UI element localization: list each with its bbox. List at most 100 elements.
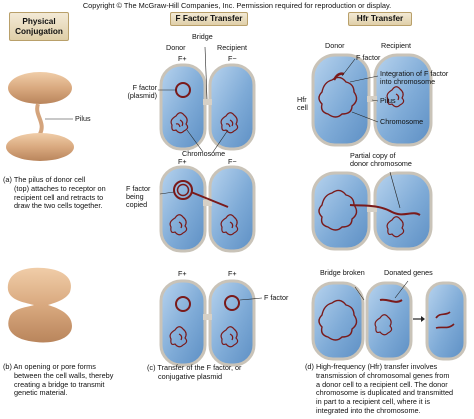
header-physical-line1: Physical bbox=[22, 17, 56, 27]
label-ffactor-copied-1: F factor bbox=[126, 184, 151, 193]
hfr-recipient-cell bbox=[373, 171, 433, 251]
label-f-plus-3: F+ bbox=[178, 269, 187, 278]
label-pilus: Pilus bbox=[75, 114, 91, 123]
recipient-chromosome bbox=[374, 314, 393, 336]
label-f-plus-4: F+ bbox=[228, 269, 237, 278]
hfr-donor-cell bbox=[311, 53, 371, 147]
caption-a-line1: (a) The pilus of donor cell bbox=[3, 175, 86, 184]
hfr-chromosome bbox=[318, 299, 358, 341]
f-plasmid-copy-inner bbox=[176, 183, 190, 197]
bridge-broken-pointer bbox=[354, 286, 365, 301]
label-hfr-ffactor: F factor bbox=[356, 53, 381, 62]
label-pilus-hfr: Pilus bbox=[380, 96, 396, 105]
label-ffactor-plasmid: F factor (plasmid) bbox=[117, 83, 157, 101]
caption-d-line1: (d) High-frequency (Hfr) transfer involv… bbox=[305, 362, 438, 371]
hfr-row3 bbox=[311, 280, 467, 361]
donor-cell bbox=[159, 279, 207, 367]
physical-row-b bbox=[7, 267, 73, 343]
header-hfr-transfer: Hfr Transfer bbox=[348, 12, 412, 26]
label-f-plus: F+ bbox=[178, 54, 187, 63]
integration-pointer bbox=[349, 75, 379, 83]
pilus-hfr-pointer bbox=[371, 99, 379, 102]
bridge-shape bbox=[203, 200, 212, 206]
label-partial-copy: Partial copy of donor chromosome bbox=[350, 151, 412, 169]
label-partial-copy-2: donor chromosome bbox=[350, 159, 412, 169]
caption-d: (d) High-frequency (Hfr) transfer involv… bbox=[305, 362, 454, 416]
bridge-pointer bbox=[204, 46, 208, 100]
partial-copy-strand bbox=[349, 204, 421, 216]
recipient-chromosome bbox=[220, 326, 239, 348]
donated-genes-pointer bbox=[394, 280, 409, 299]
header-physical-conjugation: Physical Conjugation bbox=[9, 12, 69, 41]
chromosome-pointer-r bbox=[212, 129, 229, 153]
label-hfr-cell: Hfr cell bbox=[297, 95, 308, 113]
caption-d-line6: integrated into the chromosome. bbox=[316, 405, 421, 415]
hfr-row2 bbox=[311, 171, 433, 251]
label-hfr-donor: Donor bbox=[325, 41, 345, 50]
caption-d-line2: transmission of chromosomal genes from bbox=[316, 370, 450, 380]
hfr-ffactor-pointer bbox=[341, 58, 356, 77]
ffactor-row3 bbox=[159, 279, 263, 367]
recipient-cell bbox=[208, 165, 256, 253]
label-partial-copy-1: Partial copy of bbox=[350, 151, 396, 160]
recipient-chromosome bbox=[386, 216, 405, 238]
copied-pointer bbox=[159, 191, 175, 195]
label-bridge: Bridge bbox=[192, 32, 213, 41]
label-integration-2: into chromosome bbox=[380, 77, 436, 87]
fused-cells-shape bbox=[7, 267, 73, 343]
label-integration: Integration of F factor into chromosome bbox=[380, 69, 449, 87]
label-chromosome: Chromosome bbox=[182, 149, 226, 158]
caption-c: (c) Transfer of the F factor, or conjuga… bbox=[147, 363, 242, 382]
chromosome-pointer-l bbox=[186, 129, 204, 153]
transferring-strand bbox=[190, 191, 229, 208]
caption-a: (a) The pilus of donor cell (top) attach… bbox=[3, 175, 106, 211]
recipient-cell-shape bbox=[6, 133, 74, 161]
label-donated-genes: Donated genes bbox=[384, 268, 433, 277]
caption-d-line3: a donor cell to a recipient cell. The do… bbox=[316, 379, 448, 389]
bridge-shape bbox=[367, 206, 377, 212]
label-ffactor-plasmid-2: (plasmid) bbox=[127, 91, 157, 101]
ffactor-right-pointer bbox=[239, 297, 263, 301]
hfr-row1 bbox=[311, 53, 433, 147]
bridge-shape bbox=[203, 314, 212, 320]
caption-c-line1: (c) Transfer of the F factor, or bbox=[147, 363, 242, 372]
caption-a-line4: draw the two cells together. bbox=[14, 201, 103, 211]
bridge-shape bbox=[367, 96, 377, 102]
label-hfr-cell-1: Hfr bbox=[297, 95, 307, 104]
caption-a-line2: (top) attaches to receptor on bbox=[14, 183, 106, 193]
recipient-cell bbox=[208, 279, 256, 367]
label-hfr-cell-2: cell bbox=[297, 103, 308, 113]
f-plasmid-recipient bbox=[224, 295, 240, 311]
caption-d-line5: in part to a recipient cell, where it is bbox=[316, 397, 430, 406]
caption-b-line1: (b) An opening or pore forms bbox=[3, 362, 96, 371]
label-recipient: Recipient bbox=[217, 43, 247, 52]
caption-a-line3: recipient cell and retracts to bbox=[14, 192, 104, 202]
label-ffactor-copied-2: being bbox=[126, 192, 144, 202]
label-bridge-broken: Bridge broken bbox=[320, 268, 365, 277]
hfr-donor-cell bbox=[311, 171, 371, 251]
ffactor-row1 bbox=[158, 46, 256, 153]
chromosome-hfr-pointer bbox=[351, 111, 379, 123]
recipient-chromosome bbox=[220, 214, 239, 236]
ffactor-row2 bbox=[159, 165, 256, 253]
final-recipient-cell bbox=[425, 281, 467, 361]
donor-cell bbox=[159, 165, 207, 253]
caption-b: (b) An opening or pore forms between the… bbox=[3, 362, 113, 398]
bridge-shape bbox=[203, 99, 212, 105]
integrated-genes bbox=[435, 311, 455, 329]
label-ffactor-copied-3: copied bbox=[126, 200, 148, 210]
header-f-factor-transfer: F Factor Transfer bbox=[170, 12, 248, 26]
label-ffactor-plasmid-1: F factor bbox=[132, 83, 157, 92]
hfr-recipient-cell bbox=[365, 281, 413, 361]
integrated-f-factor bbox=[332, 72, 345, 81]
copyright-line: Copyright © The McGraw-Hill Companies, I… bbox=[82, 1, 392, 10]
label-chromosome-hfr: Chromosome bbox=[380, 117, 424, 126]
caption-d-line4: chromosome is duplicated and transmitted bbox=[316, 388, 454, 398]
f-plasmid-donor bbox=[175, 296, 191, 312]
hfr-donor-cell bbox=[311, 281, 365, 361]
label-integration-1: Integration of F factor bbox=[380, 69, 449, 78]
physical-row-a bbox=[6, 72, 74, 161]
label-f-minus: F− bbox=[228, 54, 237, 63]
